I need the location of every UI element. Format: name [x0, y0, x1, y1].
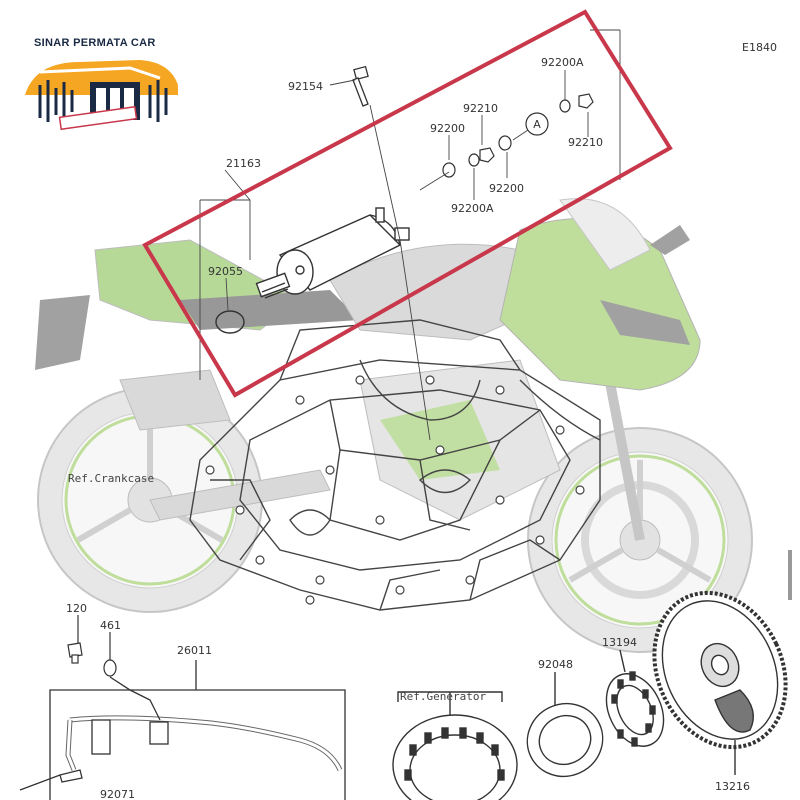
label-92154: 92154 [288, 80, 323, 93]
front-fairing [499, 218, 701, 391]
starter-cable-assembly [19, 660, 346, 800]
label-92071: 92071 [100, 788, 135, 800]
mirror [650, 225, 690, 255]
brand-name: SINAR PERMATA CAR [34, 37, 156, 49]
bolt [352, 65, 369, 107]
label-92200-top: 92200 [430, 122, 465, 135]
swingarm [149, 469, 331, 521]
starter-motor [255, 207, 410, 299]
headlight [600, 300, 690, 345]
seat [180, 290, 360, 330]
label-92055: 92055 [208, 265, 243, 278]
ref-generator: Ref.Generator [400, 690, 486, 703]
label-92200a-bottom: 92200A [451, 202, 494, 215]
license-plate-holder [35, 295, 90, 370]
exhaust [119, 369, 231, 431]
label-92048: 92048 [538, 658, 573, 671]
motorcycle-illustration [35, 198, 753, 653]
diagram-code: E1840 [742, 41, 777, 54]
nuts-and-washers [442, 93, 594, 178]
washer-92048 [526, 672, 604, 778]
label-92200-bottom: 92200 [489, 182, 524, 195]
lower-fairing-graphic [380, 400, 500, 480]
windscreen [559, 198, 651, 271]
part-labels: E1840 92154 21163 92055 92200 92210 9220… [66, 41, 777, 800]
small-bolts [67, 615, 117, 677]
one-way-clutch [605, 649, 665, 747]
callout-a: A [525, 112, 549, 136]
highlight-frame [142, 9, 673, 398]
label-120: 120 [66, 602, 87, 615]
lower-fairing [359, 359, 561, 521]
label-461: 461 [100, 619, 121, 632]
o-ring [215, 310, 245, 334]
brand-logo: SINAR PERMATA CAR [25, 37, 178, 131]
generator-rotor [392, 691, 518, 800]
label-92200a-top: 92200A [541, 56, 584, 69]
scrollbar[interactable] [788, 550, 792, 600]
engine-bolts [205, 375, 585, 605]
engine-frame-lineart [189, 319, 601, 611]
label-13216: 13216 [715, 780, 750, 793]
svg-text:A: A [533, 118, 541, 131]
starter-gear [652, 590, 788, 775]
label-92210-top: 92210 [463, 102, 498, 115]
label-92210-right: 92210 [568, 136, 603, 149]
label-26011: 26011 [177, 644, 212, 657]
label-21163: 21163 [226, 157, 261, 170]
ref-crankcase: Ref.Crankcase [68, 472, 154, 485]
label-13194: 13194 [602, 636, 637, 649]
